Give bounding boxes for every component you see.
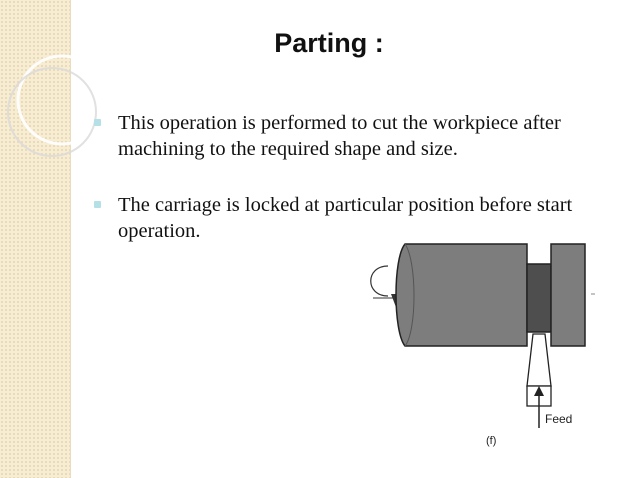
chuck-shape [550, 243, 586, 347]
workpiece-shape [395, 243, 528, 347]
parting-diagram: Feed (f) [355, 236, 605, 461]
groove-shape [526, 263, 552, 333]
bullet-text: The carriage is locked at particular pos… [118, 194, 573, 242]
bullet-item: This operation is performed to cut the w… [92, 110, 612, 162]
bullet-text: This operation is performed to cut the w… [118, 112, 561, 160]
bullet-marker-icon [94, 201, 101, 208]
bullet-list: This operation is performed to cut the w… [92, 110, 612, 244]
decorative-rings [7, 54, 108, 157]
parting-tool-shape [526, 333, 552, 387]
rotation-arrow-icon [370, 265, 389, 297]
bullet-item: The carriage is locked at particular pos… [92, 192, 612, 244]
feed-label: Feed [545, 412, 573, 426]
decorative-sidebar [0, 0, 71, 478]
slide-title: Parting : [274, 28, 384, 58]
figure-caption: (f) [486, 435, 497, 447]
parting-illustration [370, 243, 595, 428]
bullet-marker-icon [94, 119, 101, 126]
